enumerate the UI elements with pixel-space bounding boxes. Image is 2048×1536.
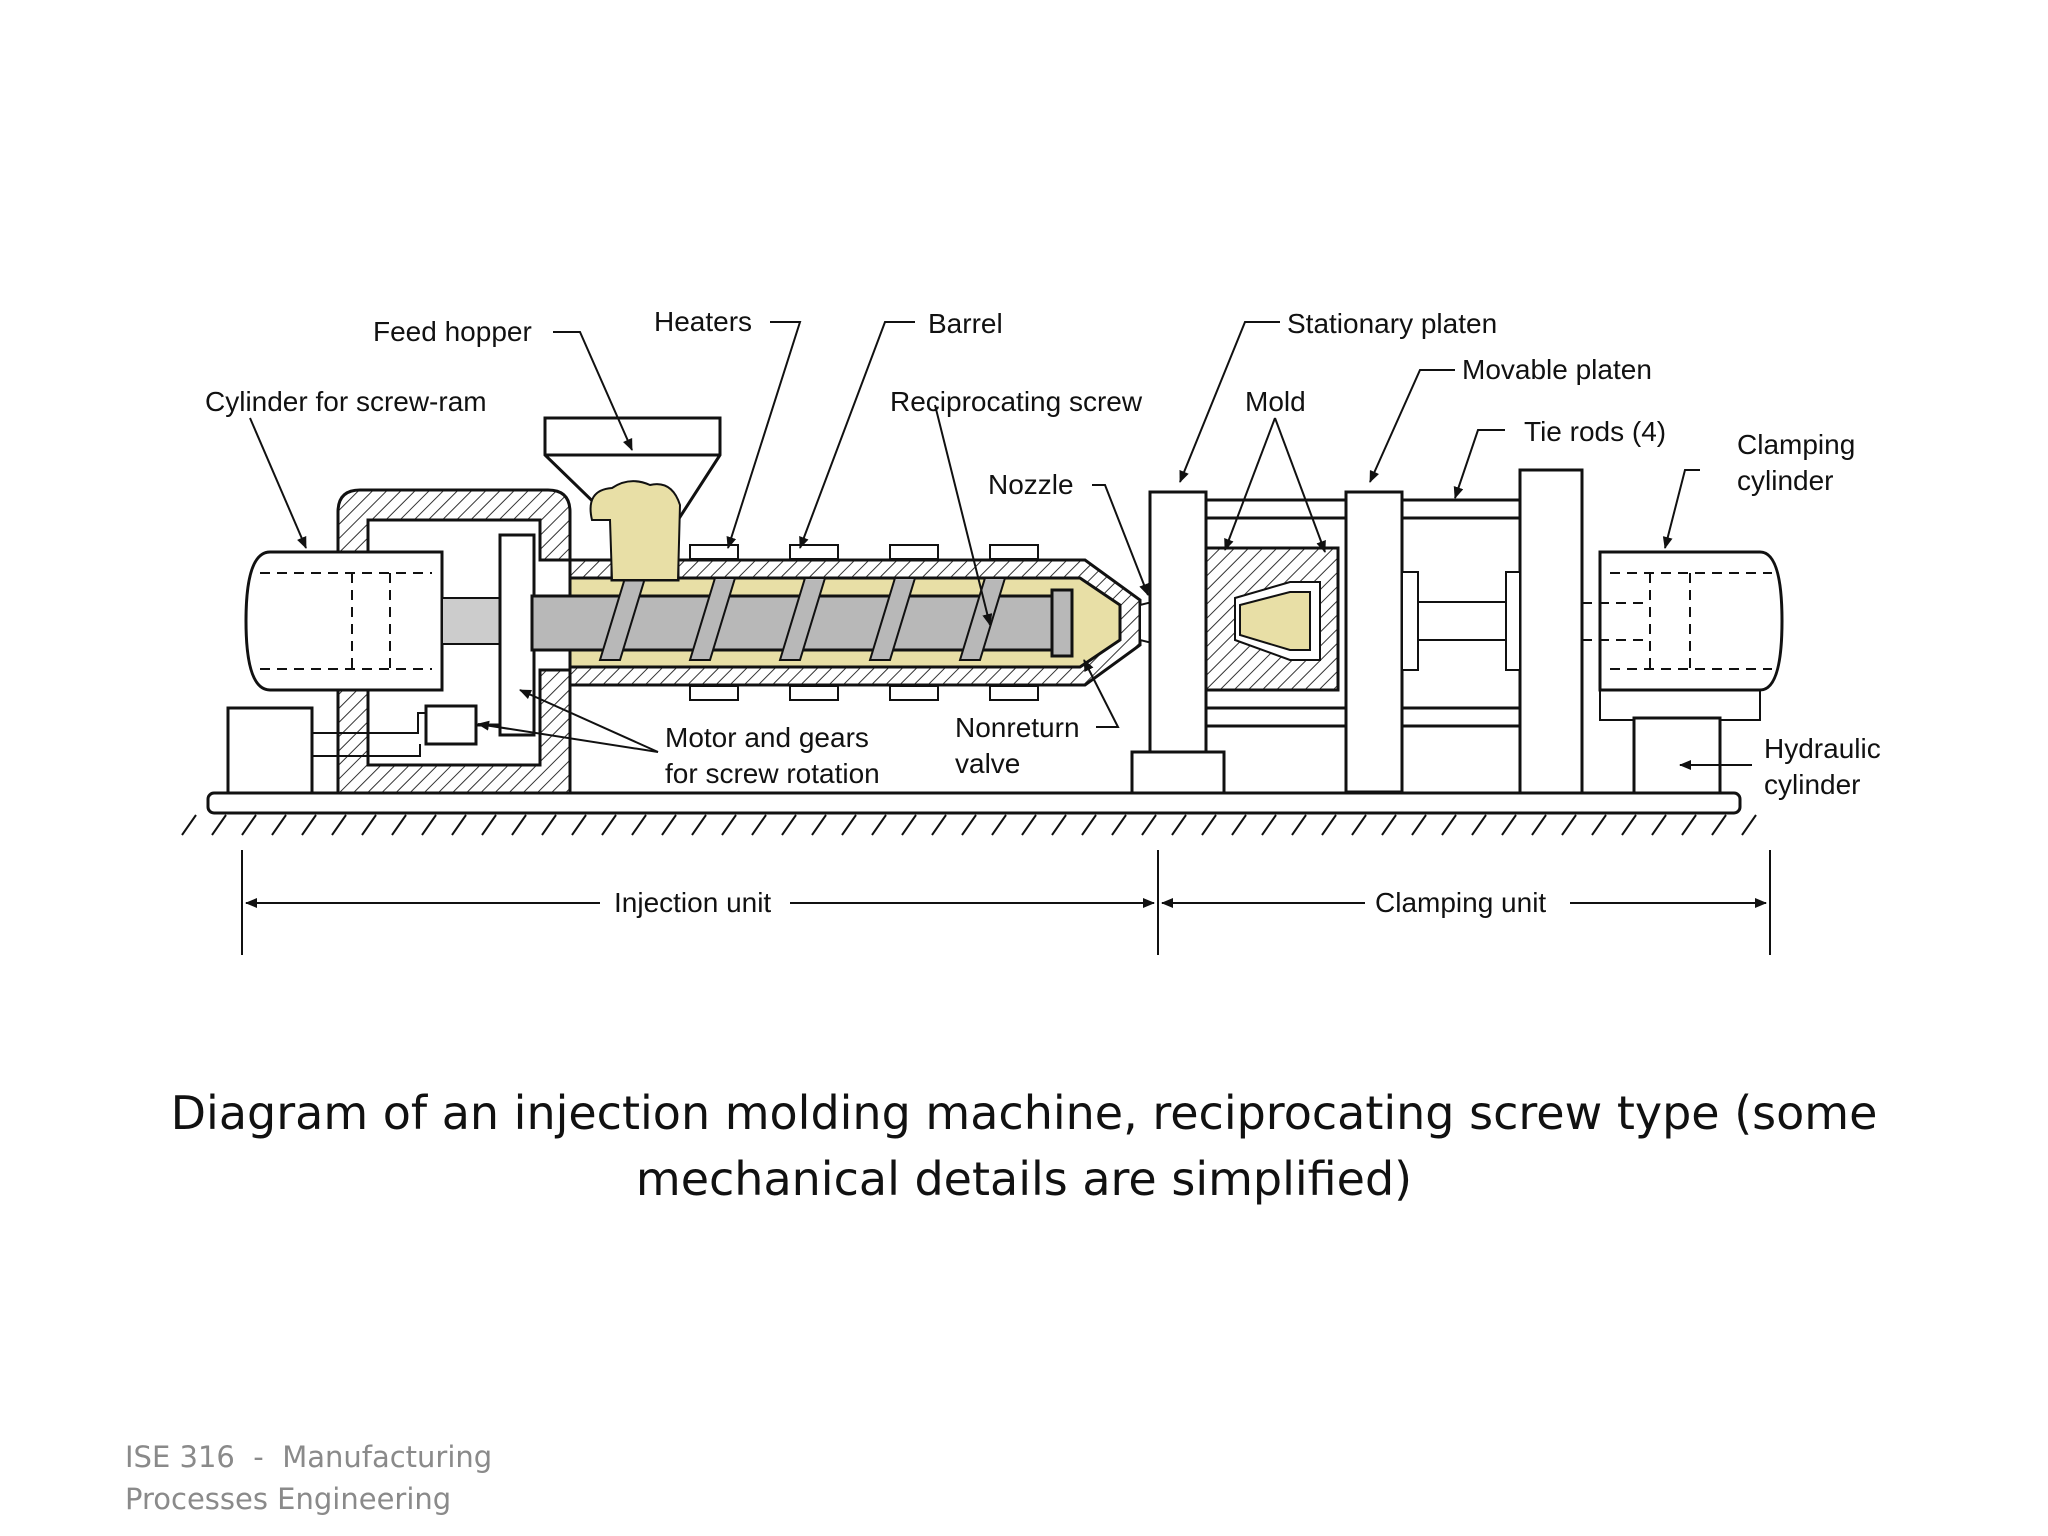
diagram-labels: Feed hopper Heaters Barrel Stationary pl… [205, 306, 1881, 918]
label-movable-platen: Movable platen [1462, 354, 1652, 385]
label-nonreturn-valve-line2: valve [955, 748, 1020, 779]
caption-line-2: mechanical details are simplified) [635, 1152, 1413, 1206]
label-nonreturn-valve-line1: Nonreturn [955, 712, 1080, 743]
label-clamping-unit: Clamping unit [1375, 887, 1546, 918]
label-injection-unit: Injection unit [614, 887, 771, 918]
label-nozzle: Nozzle [988, 469, 1074, 500]
figure-caption: Diagram of an injection molding machine,… [120, 1080, 1928, 1212]
label-feed-hopper: Feed hopper [373, 316, 532, 347]
label-reciprocating-screw: Reciprocating screw [890, 386, 1143, 417]
label-heaters: Heaters [654, 306, 752, 337]
rear-platen [1417, 468, 1584, 795]
reciprocating-screw [530, 577, 1074, 661]
label-stationary-platen: Stationary platen [1287, 308, 1497, 339]
label-motor-gears-line1: Motor and gears [665, 722, 869, 753]
dimension-lines [241, 850, 1771, 955]
caption-line-1: Diagram of an injection molding machine,… [170, 1086, 1878, 1140]
slide-footer: ISE 316 - Manufacturing Processes Engine… [125, 1436, 492, 1520]
label-hydraulic-cylinder-line1: Hydraulic [1764, 733, 1881, 764]
label-hydraulic-cylinder-line2: cylinder [1764, 769, 1860, 800]
label-clamping-cylinder-line1: Clamping [1737, 429, 1855, 460]
footer-line-2: Processes Engineering [125, 1482, 452, 1516]
label-tie-rods: Tie rods (4) [1524, 416, 1666, 447]
motor-gears [311, 533, 536, 757]
label-motor-gears-line2: for screw rotation [665, 758, 880, 789]
leader-lines [249, 321, 1752, 770]
movable-platen [1344, 490, 1419, 794]
machine-base [181, 791, 1757, 836]
label-mold: Mold [1245, 386, 1306, 417]
clamping-cylinder [1582, 550, 1784, 795]
label-cylinder-screw-ram: Cylinder for screw-ram [205, 386, 487, 417]
footer-line-1: ISE 316 - Manufacturing [125, 1440, 493, 1474]
screw-ram-cylinder [244, 550, 533, 692]
stationary-platen [1130, 490, 1226, 795]
mold [1204, 546, 1340, 692]
feed-hopper [543, 416, 722, 582]
label-clamping-cylinder-line2: cylinder [1737, 465, 1833, 496]
label-barrel: Barrel [928, 308, 1003, 339]
